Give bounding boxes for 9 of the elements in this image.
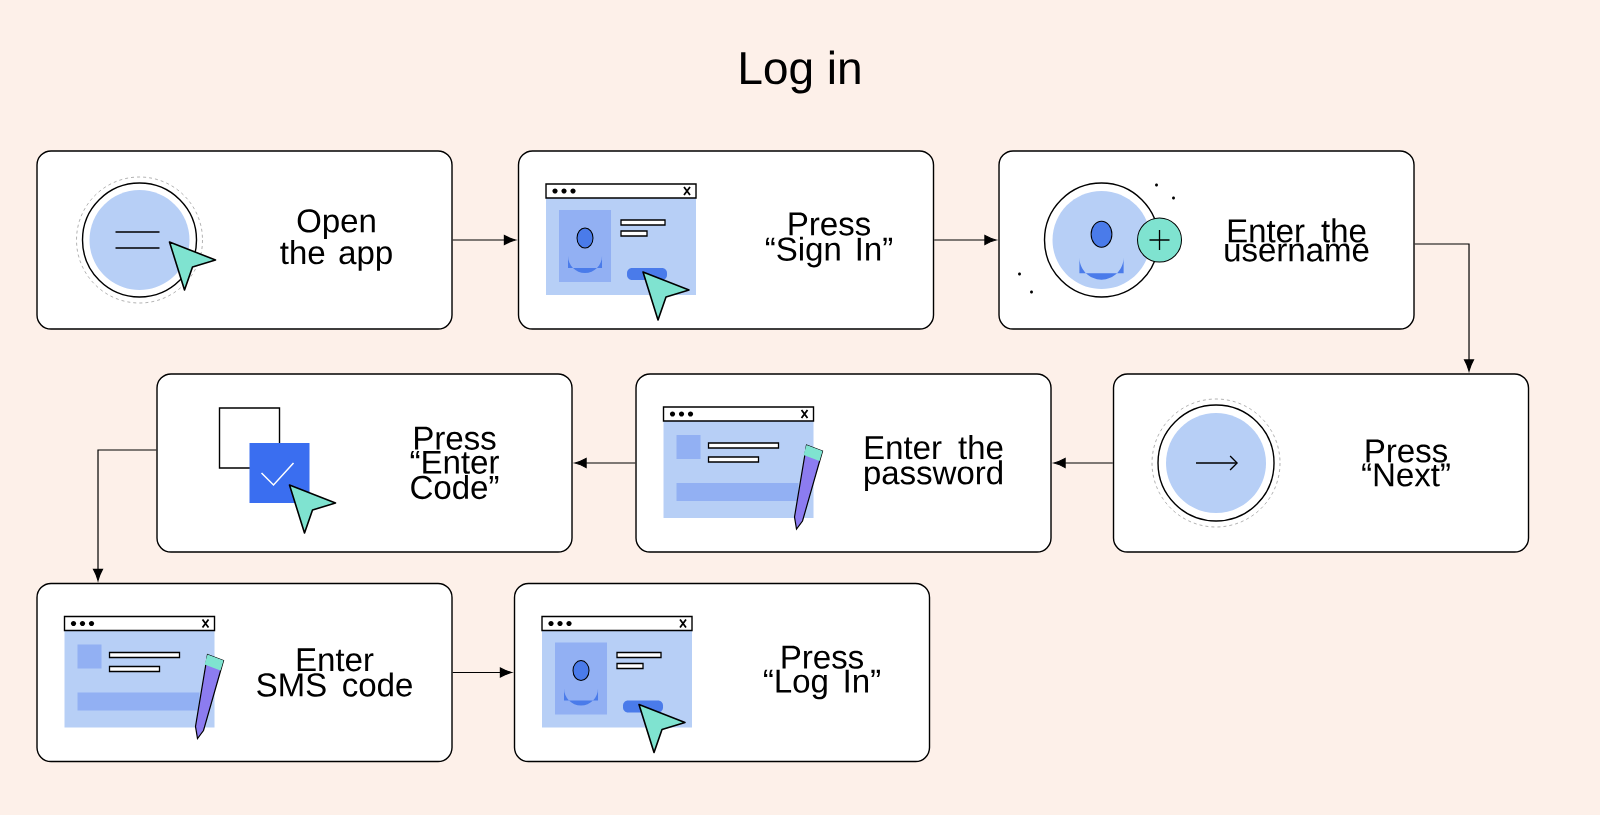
arrow [452,235,517,246]
arrow [933,235,997,246]
arrow [574,457,636,469]
arrow [452,667,513,678]
arrow [93,449,157,582]
arrow [1053,457,1114,469]
step-box: Press “Enter Code” [156,373,573,553]
title: Log in [741,50,860,94]
arrow [1414,243,1475,372]
